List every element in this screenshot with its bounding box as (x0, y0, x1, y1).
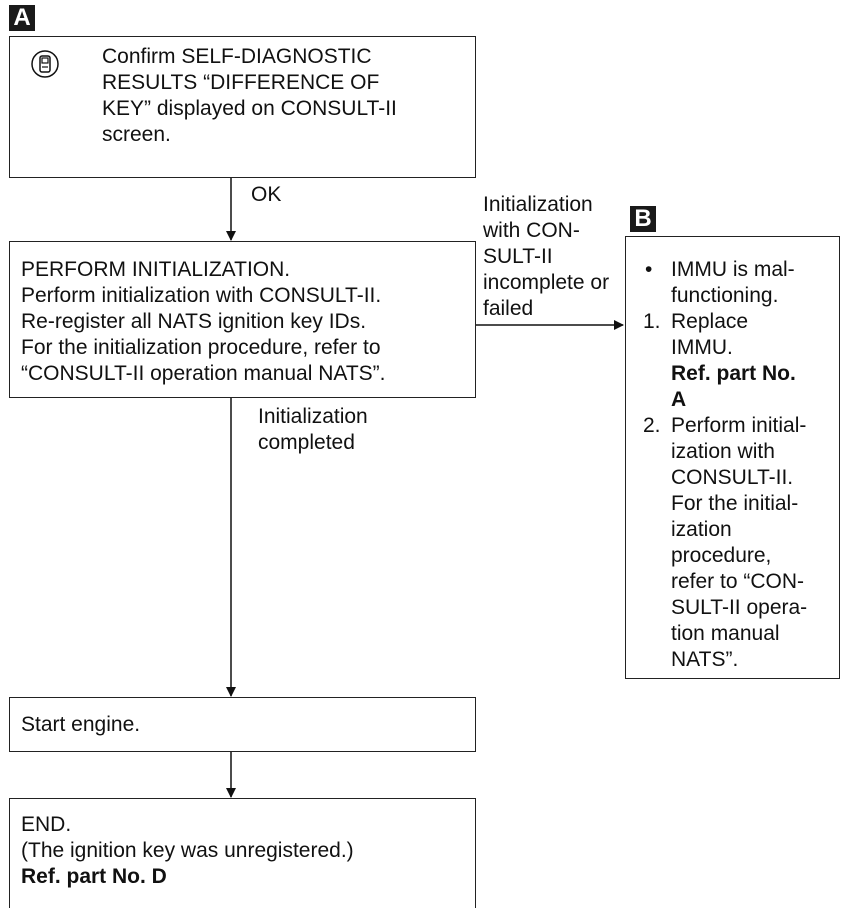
confirm-line-4: screen. (102, 123, 171, 146)
end-box: END. (The ignition key was unregistered.… (9, 798, 476, 908)
confirm-step-box: Confirm SELF-DIAGNOSTIC RESULTS “DIFFERE… (9, 36, 476, 178)
step-2-line-4: For the initial- (671, 492, 799, 515)
edge-label-failed: Initialization with CON- SULT-II incompl… (483, 192, 609, 322)
step-2-line-5: ization (671, 518, 732, 541)
init-line-1: PERFORM INITIALIZATION. (21, 258, 291, 281)
completed-line-1: Initialization (258, 405, 368, 428)
step-2-line-9: tion manual (671, 622, 780, 645)
step-1-ref-line-1: Ref. part No. (671, 362, 796, 385)
init-line-2: Perform initialization with CONSULT-II. (21, 284, 382, 307)
immu-malfunction-box: • IMMU is mal- functioning. 1. Replace I… (625, 236, 840, 679)
end-line-2: (The ignition key was unregistered.) (21, 839, 354, 862)
step-2-number: 2. (643, 414, 661, 437)
step-2-line-1: Perform initial- (671, 414, 807, 437)
bullet-marker: • (645, 258, 653, 281)
step-2-line-10: NATS”. (671, 648, 739, 671)
consult-tester-icon (31, 50, 59, 78)
initialization-step-box: PERFORM INITIALIZATION. Perform initiali… (9, 241, 476, 398)
step-2-line-8: SULT-II opera- (671, 596, 808, 619)
init-line-5: “CONSULT-II operation manual NATS”. (21, 362, 386, 385)
end-line-1: END. (21, 813, 72, 836)
section-tag-b: B (630, 206, 656, 232)
failed-line-2: with CON- (483, 219, 580, 242)
step-2-line-3: CONSULT-II. (671, 466, 794, 489)
step-2-line-6: procedure, (671, 544, 772, 567)
edge-label-completed: Initialization completed (258, 404, 368, 456)
edge-label-ok: OK (251, 183, 282, 206)
start-engine-text: Start engine. (21, 713, 141, 736)
step-2-line-2: ization with (671, 440, 775, 463)
immu-step-1: 1. Replace IMMU. Ref. part No. A (643, 309, 833, 413)
init-line-4: For the initialization procedure, refer … (21, 336, 381, 359)
completed-line-2: completed (258, 431, 355, 454)
section-tag-a: A (9, 5, 35, 31)
step-1-ref-line-2: A (671, 388, 687, 411)
bullet-line-1: IMMU is mal- (671, 258, 795, 281)
immu-step-2: 2. Perform initial- ization with CONSULT… (643, 413, 833, 673)
bullet-line-2: functioning. (671, 284, 779, 307)
failed-line-4: incomplete or (483, 271, 610, 294)
start-engine-box: Start engine. (9, 697, 476, 752)
step-1-line-1: Replace (671, 310, 749, 333)
confirm-line-1: Confirm SELF-DIAGNOSTIC (102, 45, 372, 68)
failed-line-3: SULT-II (483, 245, 553, 268)
failed-line-5: failed (483, 297, 534, 320)
immu-bullet-item: • IMMU is mal- functioning. (643, 257, 833, 309)
end-ref-line: Ref. part No. D (21, 865, 167, 888)
step-1-line-2: IMMU. (671, 336, 733, 359)
confirm-line-2: RESULTS “DIFFERENCE OF (102, 71, 380, 94)
step-2-line-7: refer to “CON- (671, 570, 805, 593)
confirm-line-3: KEY” displayed on CONSULT-II (102, 97, 397, 120)
init-line-3: Re-register all NATS ignition key IDs. (21, 310, 367, 333)
step-1-number: 1. (643, 310, 661, 333)
failed-line-1: Initialization (483, 193, 593, 216)
